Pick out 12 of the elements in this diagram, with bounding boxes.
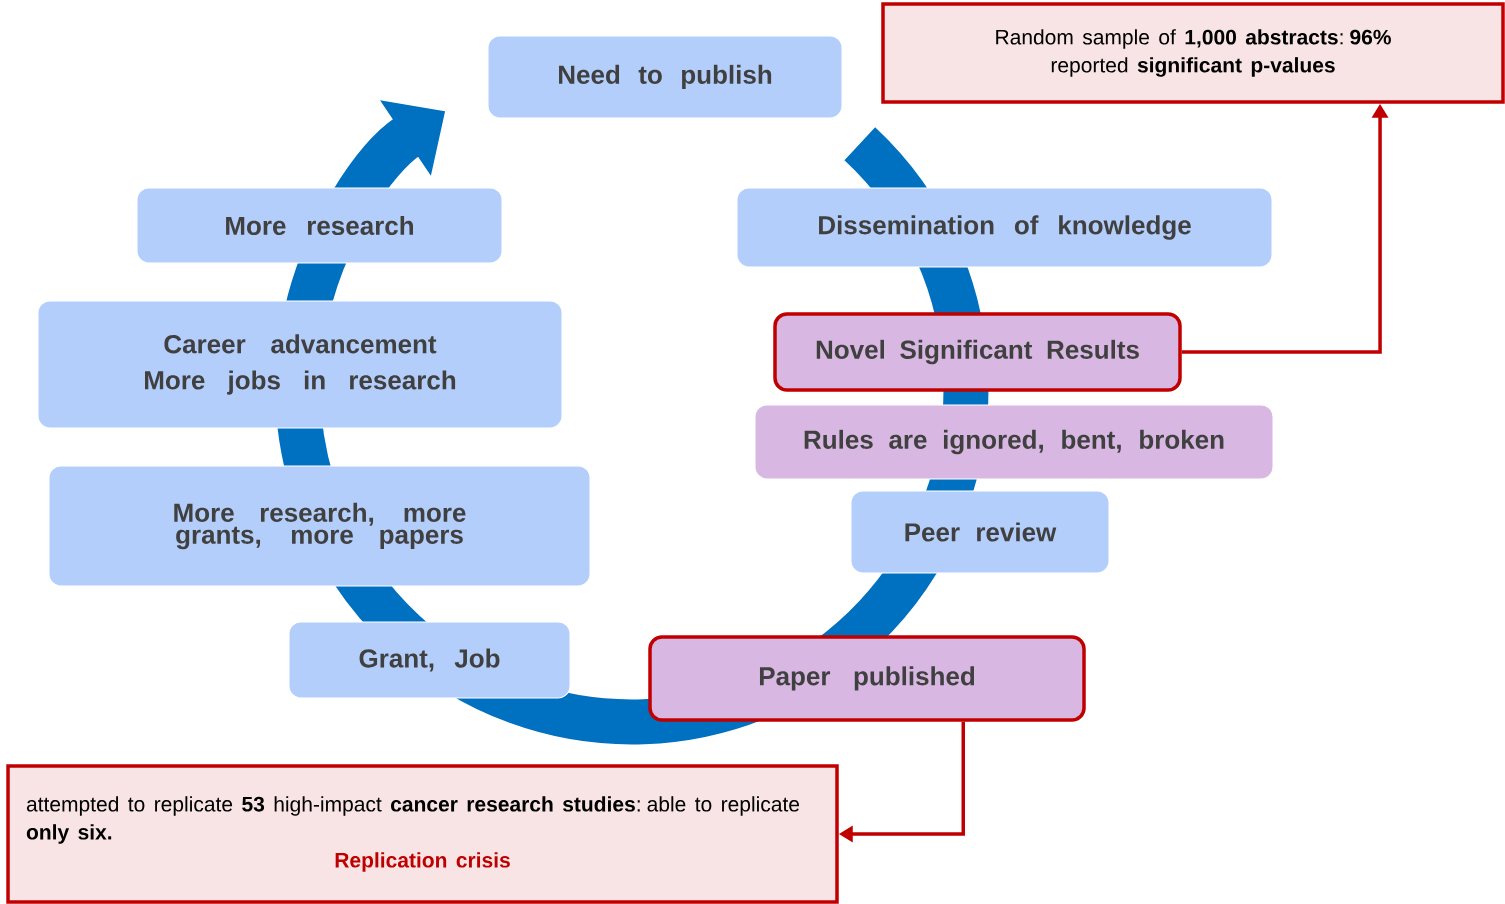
process-box: Dissemination of knowledge	[736, 187, 1273, 268]
process-box: Rules are ignored, bent, broken	[754, 404, 1274, 480]
process-box: More research, more grants, more papers	[48, 465, 591, 587]
process-box: Career advancement More jobs in research	[37, 300, 563, 429]
highlighted-box: Novel Significant Results	[773, 312, 1182, 392]
highlighted-box: Paper published	[648, 635, 1086, 722]
process-box: Grant, Job	[288, 621, 571, 699]
process-box: Peer review	[850, 490, 1110, 574]
note-box: attempted to replicate 53 high-impact cancer research studies: able to replicate only six. Replication crisis	[6, 764, 839, 904]
process-box: More research	[136, 187, 503, 264]
process-box: Need to publish	[487, 35, 843, 119]
note-box: Random sample of 1,000 abstracts: 96% reported significant p-values	[881, 2, 1505, 104]
